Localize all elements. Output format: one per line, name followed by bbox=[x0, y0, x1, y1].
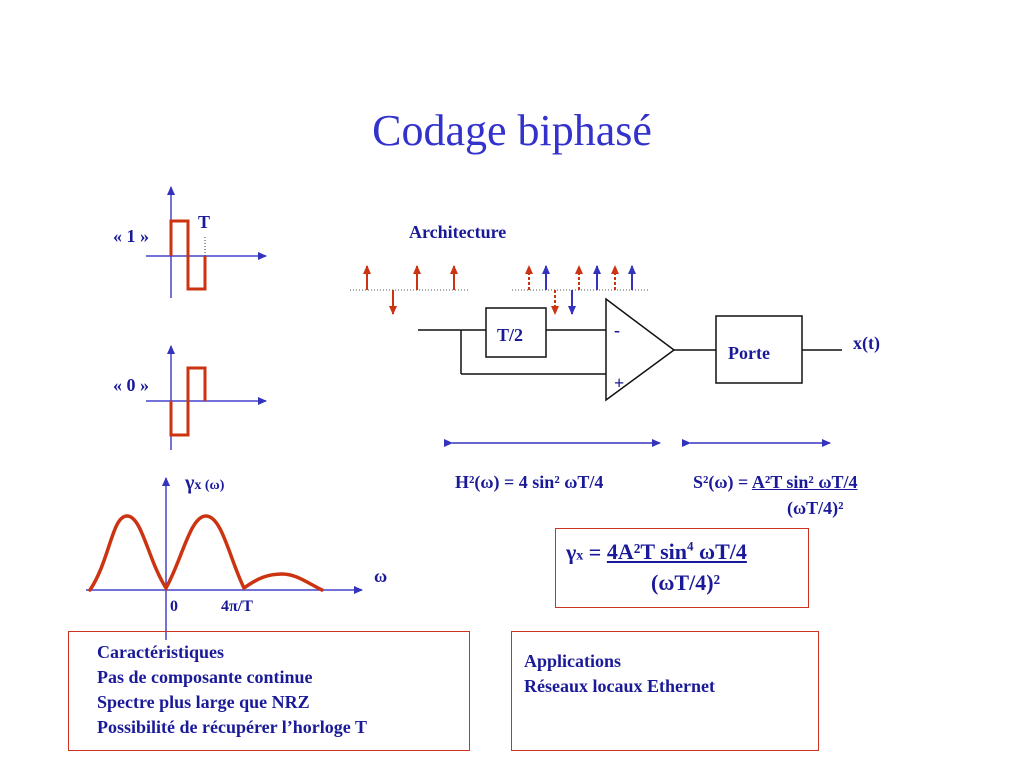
spectrum-y-label: γx (ω) bbox=[185, 472, 225, 494]
s2-formula: S²(ω) = A²T sin² ωT/4 bbox=[693, 472, 858, 492]
gate-label: Porte bbox=[728, 343, 770, 363]
signal-one-waveform bbox=[169, 219, 207, 291]
applications-box: Applications Réseaux locaux Ethernet bbox=[511, 631, 819, 751]
slide-title: Codage biphasé bbox=[372, 106, 652, 155]
gamma-formula-denominator: (ωT/4)² bbox=[651, 570, 721, 595]
signal-one-label: « 1 » bbox=[113, 226, 149, 246]
architecture-wiring bbox=[418, 329, 842, 375]
applications-heading: Applications bbox=[524, 651, 622, 671]
characteristics-box: Caractéristiques Pas de composante conti… bbox=[68, 631, 470, 751]
spectrum-curve bbox=[88, 514, 324, 592]
subtractor-triangle bbox=[605, 297, 676, 402]
architecture-title: Architecture bbox=[409, 222, 507, 242]
characteristics-item: Spectre plus large que NRZ bbox=[97, 692, 310, 712]
s2-denominator: (ωT/4)² bbox=[787, 498, 844, 518]
impulse-train-left bbox=[350, 265, 470, 315]
characteristics-heading: Caractéristiques bbox=[97, 642, 224, 662]
delay-block bbox=[485, 307, 547, 358]
period-label: T bbox=[198, 212, 211, 232]
spectrum-tick-zero: 0 bbox=[170, 598, 178, 615]
spectrum-x-label: ω bbox=[374, 566, 388, 586]
gamma-formula-numerator: γx = 4A²T sin4 ωT/4 bbox=[566, 539, 747, 565]
signal-zero-label: « 0 » bbox=[113, 375, 149, 395]
minus-label: - bbox=[614, 320, 620, 340]
impulse-train-right bbox=[512, 265, 648, 315]
output-label: x(t) bbox=[853, 333, 880, 353]
characteristics-item: Possibilité de récupérer l’horloge T bbox=[97, 717, 367, 737]
delay-label: T/2 bbox=[497, 325, 524, 345]
gamma-formula-box: γx = 4A²T sin4 ωT/4 (ωT/4)² bbox=[555, 528, 809, 608]
applications-item: Réseaux locaux Ethernet bbox=[524, 676, 715, 696]
plus-label: + bbox=[614, 373, 625, 393]
signal-zero-waveform bbox=[169, 366, 207, 437]
characteristics-item: Pas de composante continue bbox=[97, 667, 313, 687]
h2-formula: H²(ω) = 4 sin² ωT/4 bbox=[455, 472, 604, 492]
spectrum-tick-4pi: 4π/T bbox=[221, 598, 253, 615]
spectrum-axes bbox=[86, 477, 363, 640]
gate-block bbox=[715, 315, 803, 384]
